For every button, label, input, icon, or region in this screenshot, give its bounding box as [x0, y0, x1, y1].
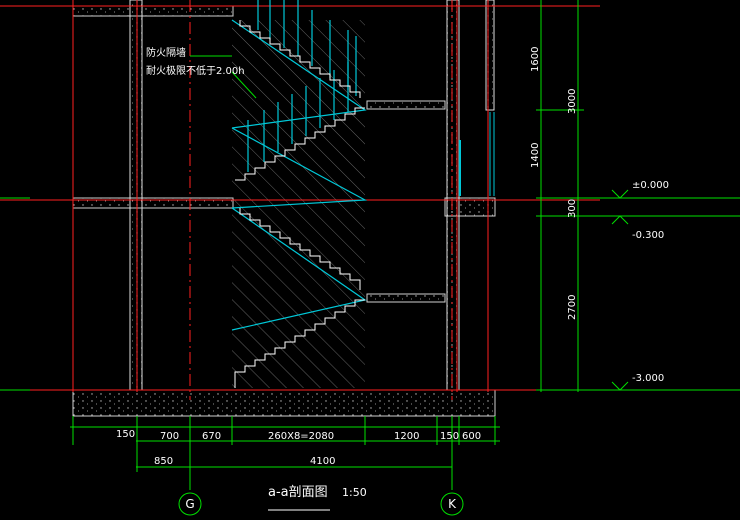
dim-1600: 1600 [530, 47, 541, 72]
dim-1400: 1400 [530, 143, 541, 168]
dim-4100: 4100 [310, 456, 335, 467]
fire-rating-note: 耐火极限不低于2.00h [146, 64, 245, 77]
dim-670: 670 [202, 431, 221, 442]
fire-wall-note: 防火隔墙 [146, 46, 186, 59]
red-axis-lines [0, 0, 740, 400]
dim-150-left: 150 [116, 429, 135, 440]
dim-600: 600 [462, 431, 481, 442]
axis-label-k: K [448, 497, 457, 511]
dim-150-right: 150 [440, 431, 459, 442]
dim-stair-run: 260X8=2080 [268, 431, 334, 442]
floor-slabs [72, 5, 496, 417]
elevation-minus-0-3: -0.300 [632, 230, 664, 241]
dim-3000: 3000 [567, 89, 578, 114]
bottom-dimension-row-1: 150 700 670 260X8=2080 1200 150 600 [116, 429, 481, 442]
elevation-minus-3: -3.000 [632, 373, 664, 384]
dim-700: 700 [160, 431, 179, 442]
drawing-title: a-a剖面图 [268, 485, 328, 500]
dim-850: 850 [154, 456, 173, 467]
dim-2700: 2700 [567, 295, 578, 320]
elevation-0: ±0.000 [632, 180, 669, 191]
dim-1200: 1200 [394, 431, 419, 442]
elevation-markers [611, 189, 629, 391]
right-dimensions: 1600 1400 300 2700 3000 [530, 47, 578, 320]
stair-flights [231, 0, 495, 331]
axis-label-g: G [185, 497, 194, 511]
dim-300: 300 [567, 199, 578, 218]
stair-steps [234, 20, 365, 388]
bottom-dimension-row-2: 850 4100 [154, 456, 335, 467]
drawing-scale: 1:50 [342, 486, 367, 499]
